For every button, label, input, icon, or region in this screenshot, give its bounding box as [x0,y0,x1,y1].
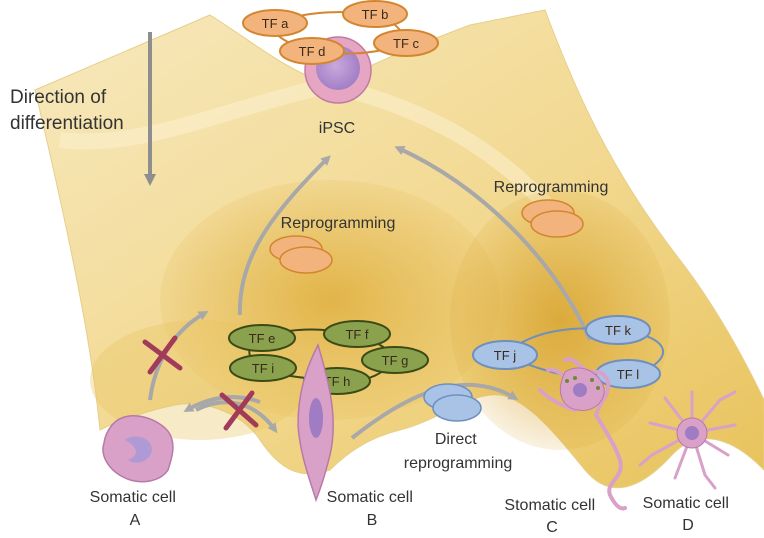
reprogramming-label-left: Reprogramming [281,215,396,232]
tf-node: TF k [585,315,651,345]
tf-node: TF a [242,9,308,37]
tf-node: TF j [472,340,538,370]
tf-node: TF e [228,324,296,352]
tf-label: TF h [324,374,351,389]
direction-indicator: Direction of differentiation [10,32,156,186]
direct-reprogramming-label: Direct reprogramming [404,431,512,472]
cell-label-a: Somatic cell A [90,489,181,529]
block-cross-upper [142,335,183,375]
tf-node: TF d [279,37,345,65]
tf-label: TF f [345,327,368,342]
tf-node: TF c [373,29,439,57]
tf-node: TF g [361,346,429,374]
tf-node: TF i [229,354,297,382]
factor-ovals-left [269,235,333,274]
cell-label-c: Stomatic cell C [504,497,599,536]
tf-label: TF c [393,36,419,51]
tf-node: TF l [595,359,661,389]
tf-network-ipsc: TF a TF b TF c TF d [242,0,439,65]
tf-label: TF b [362,7,389,22]
tf-network-cell-c: TF j TF k TF l [472,315,664,389]
cell-d-body [676,417,708,449]
tf-label: TF e [249,331,276,346]
tf-label: TF j [494,348,516,363]
somatic-cell-b [297,343,334,503]
tf-label: TF a [262,16,289,31]
reprogramming-arrow-b [237,155,331,316]
factor-ovals-direct [423,383,482,422]
reprogramming-label-right: Reprogramming [494,179,609,196]
lateral-arrow-right [195,400,278,434]
ipsc-label: iPSC [319,120,355,137]
tf-label: TF l [617,367,639,382]
block-cross-lower [219,390,259,431]
direction-label: Direction of differentiation [10,87,124,134]
epigenetic-landscape [34,9,764,489]
somatic-cell-a [102,415,174,483]
reprogramming-arrow-c [394,145,592,341]
tf-label: TF i [252,361,274,376]
tf-node: TF f [323,320,391,348]
factor-ovals-right [521,199,584,238]
cell-label-d: Somatic cell D [643,495,734,534]
cell-labels: Somatic cell A Somatic cell B Stomatic c… [90,489,734,536]
tf-label: TF k [605,323,631,338]
tf-label: TF d [299,44,326,59]
tf-label: TF g [382,353,409,368]
cell-label-b: Somatic cell B [327,489,418,529]
somatic-cell-c [538,357,627,511]
tf-node: TF b [342,0,408,28]
